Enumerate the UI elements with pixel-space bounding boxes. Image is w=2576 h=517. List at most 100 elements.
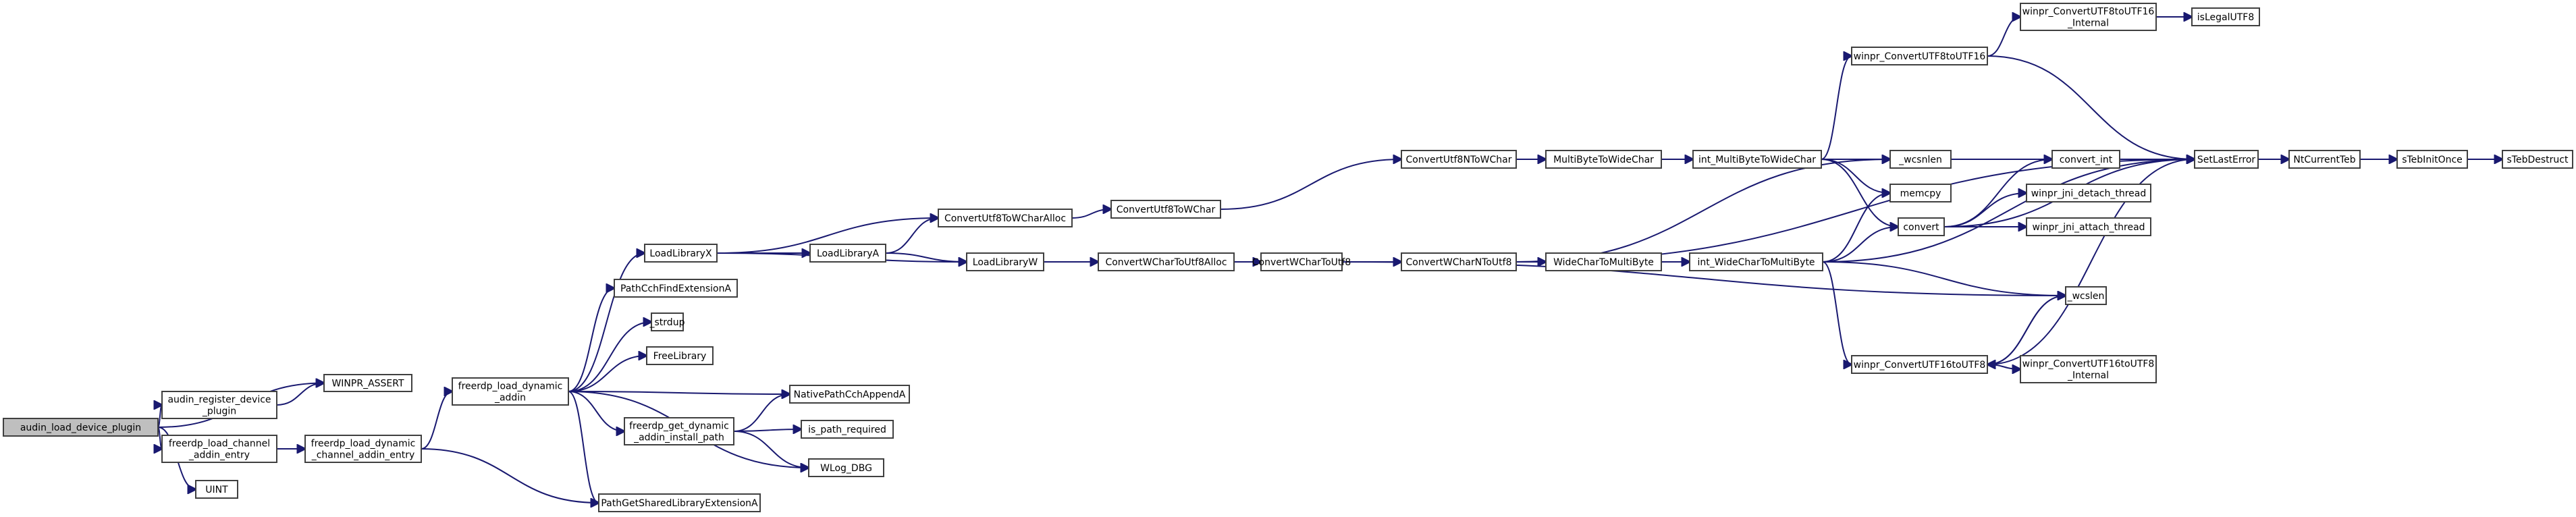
node-winpr-jni-detach-thread[interactable]: winpr_jni_detach_thread [2026, 184, 2151, 202]
node-label: FreeLibrary [653, 351, 707, 362]
node-box [809, 244, 886, 263]
edge-wcslen-to-winpr-convertutf16toutf8 [1987, 295, 2066, 364]
node-int-widechartomultibyte[interactable]: int_WideCharToMultiByte [1689, 252, 1823, 271]
node-freerdp-load-dynamic-addin[interactable]: freerdp_load_dynamic_addin [452, 377, 569, 406]
node-box [646, 346, 714, 365]
node-label: _plugin [202, 406, 236, 417]
edge-int-multibytetowidechar-to-winpr-convertutf8toutf16 [1821, 56, 1852, 160]
node-convert[interactable]: convert [1898, 217, 1945, 236]
node-label: _Internal [2067, 371, 2109, 381]
edge-int-multibytetowidechar-to-convert [1821, 159, 1898, 227]
node-label: winpr_ConvertUTF16toUTF8 [2022, 359, 2155, 370]
node-widechartomultibyte[interactable]: WideCharToMultiByte [1545, 252, 1662, 271]
node-label: WideCharToMultiByte [1553, 257, 1654, 268]
node-label: winpr_jni_attach_thread [2032, 222, 2145, 233]
node-label: _channel_addin_entry [311, 450, 415, 461]
node-wcslen[interactable]: _wcslen [2065, 286, 2107, 305]
node-nativepathcchappenda[interactable]: NativePathCchAppendA [789, 385, 910, 404]
node-convertwchartoutf8[interactable]: ConvertWCharToUtf8 [1252, 252, 1351, 271]
node-freerdp-get-dynamic-addin-install-path[interactable]: freerdp_get_dynamic_addin_install_path [624, 417, 734, 445]
node-box [161, 391, 277, 419]
edge-loadlibraryx-to-convertutf8towcharalloc [716, 218, 938, 254]
node-box [1889, 150, 1952, 169]
node-freerdp-load-channel-addin-entry[interactable]: freerdp_load_channel_addin_entry [161, 435, 277, 463]
node-label: ConvertUtf8ToWChar [1117, 205, 1216, 215]
node-label: is_path_required [808, 425, 886, 435]
node-loadlibraryw[interactable]: LoadLibraryW [966, 252, 1044, 271]
node-audin-register-device-plugin[interactable]: audin_register_device_plugin [161, 391, 277, 419]
node-box [323, 374, 412, 392]
node-islegalutf8[interactable]: isLegalUTF8 [2191, 7, 2260, 26]
node-box [1889, 184, 1952, 202]
edge-freerdp-load-dynamic-addin-to-freelibrary [568, 356, 647, 392]
nodes: audin_load_device_plugin WINPR_ASSERTaudi… [3, 3, 2573, 512]
edge-int-widechartomultibyte-to-wcslen [1822, 261, 2066, 296]
node-box [644, 244, 718, 263]
node-label: ConvertUtf8NToWChar [1406, 155, 1512, 165]
node-winpr-jni-attach-thread[interactable]: winpr_jni_attach_thread [2026, 217, 2151, 236]
node-box [3, 418, 159, 437]
node-uint[interactable]: UINT [195, 480, 238, 499]
node-convertutf8towchar[interactable]: ConvertUtf8ToWChar [1110, 200, 1221, 219]
node-box [614, 279, 738, 298]
edge-int-widechartomultibyte-to-setlasterror [1822, 159, 2195, 263]
edge-int-multibytetowidechar-to-memcpy [1821, 159, 1890, 193]
node-wlog-dbg[interactable]: WLog_DBG [808, 458, 884, 477]
node-convert-int[interactable]: convert_int [2051, 150, 2120, 169]
edge-freerdp-load-dynamic-addin-to-pathgetsharedlibraryextensiona [568, 391, 599, 503]
node-label: isLegalUTF8 [2197, 12, 2254, 23]
edge-int-widechartomultibyte-to-winpr-convertutf16toutf8 [1822, 261, 1852, 364]
node-box [789, 385, 910, 404]
node-box [161, 435, 277, 463]
node-convertutf8towcharalloc[interactable]: ConvertUtf8ToWCharAlloc [938, 209, 1073, 227]
node-label: WINPR_ASSERT [331, 379, 404, 389]
node-loadlibrarya[interactable]: LoadLibraryA [809, 244, 886, 263]
node-convertutf8ntowchar[interactable]: ConvertUtf8NToWChar [1401, 150, 1517, 169]
node-pathgetsharedlibraryextensiona[interactable]: PathGetSharedLibraryExtensionA [598, 493, 761, 512]
node-label: _Internal [2067, 18, 2109, 29]
node-label: winpr_ConvertUTF16toUTF8 [1854, 360, 1986, 371]
node-box [2502, 150, 2573, 169]
node-label: convert_int [2060, 155, 2113, 165]
node-box [195, 480, 238, 499]
node-winpr-assert[interactable]: WINPR_ASSERT [323, 374, 412, 392]
node-freerdp-load-dynamic-channel-addin-entry[interactable]: freerdp_load_dynamic_channel_addin_entry [304, 435, 422, 463]
node-winpr-convertutf8toutf16-internal[interactable]: winpr_ConvertUTF8toUTF16_Internal [2020, 3, 2157, 31]
node-ntcurrentteb[interactable]: NtCurrentTeb [2288, 150, 2361, 169]
node-convertwcharntoutf8[interactable]: ConvertWCharNToUtf8 [1401, 252, 1517, 271]
edge-freerdp-load-dynamic-addin-to-nativepathcchappenda [568, 391, 790, 394]
node-box [1401, 252, 1517, 271]
node-label: audin_load_device_plugin [20, 423, 141, 433]
node-box [801, 420, 894, 439]
node-label: ConvertWCharToUtf8Alloc [1105, 257, 1227, 268]
node-box [2191, 7, 2260, 26]
node-audin-load-device-plugin[interactable]: audin_load_device_plugin [3, 418, 159, 437]
node-winpr-convertutf8toutf16[interactable]: winpr_ConvertUTF8toUTF16 [1851, 47, 1988, 65]
node-multibytetowidechar[interactable]: MultiByteToWideChar [1545, 150, 1662, 169]
node-memcpy[interactable]: memcpy [1889, 184, 1952, 202]
node-stebinitonce[interactable]: sTebInitOnce [2396, 150, 2468, 169]
node-loadlibraryx[interactable]: LoadLibraryX [644, 244, 718, 263]
node-pathcchfindextensiona[interactable]: PathCchFindExtensionA [614, 279, 738, 298]
node-strdup[interactable]: _strdup [649, 312, 685, 331]
edge-freerdp-get-dynamic-addin-install-path-to-nativepathcchappenda [733, 394, 790, 432]
node-box [1098, 252, 1235, 271]
node-stebdestruct[interactable]: sTebDestruct [2502, 150, 2573, 169]
node-setlasterror[interactable]: SetLastError [2194, 150, 2259, 169]
node-freelibrary[interactable]: FreeLibrary [646, 346, 714, 365]
node-int-multibytetowidechar[interactable]: int_MultiByteToWideChar [1692, 150, 1822, 169]
node-convertwchartoutf8alloc[interactable]: ConvertWCharToUtf8Alloc [1098, 252, 1235, 271]
node-is-path-required[interactable]: is_path_required [801, 420, 894, 439]
node-winpr-convertutf16toutf8[interactable]: winpr_ConvertUTF16toUTF8 [1851, 355, 1988, 374]
node-label: ConvertWCharToUtf8 [1252, 257, 1351, 268]
node-label: PathCchFindExtensionA [620, 283, 732, 294]
node-box [304, 435, 422, 463]
node-winpr-convertutf16toutf8-internal[interactable]: winpr_ConvertUTF16toUTF8_Internal [2020, 355, 2157, 383]
node-label: PathGetSharedLibraryExtensionA [601, 498, 758, 509]
edge-freerdp-get-dynamic-addin-install-path-to-wlog-dbg [733, 431, 809, 468]
node-box [2051, 150, 2120, 169]
node-label: sTebInitOnce [2402, 155, 2463, 165]
edge-convertwcharntoutf8-to-wcsnlen [1515, 159, 1890, 263]
node-wcsnlen[interactable]: _wcsnlen [1889, 150, 1952, 169]
